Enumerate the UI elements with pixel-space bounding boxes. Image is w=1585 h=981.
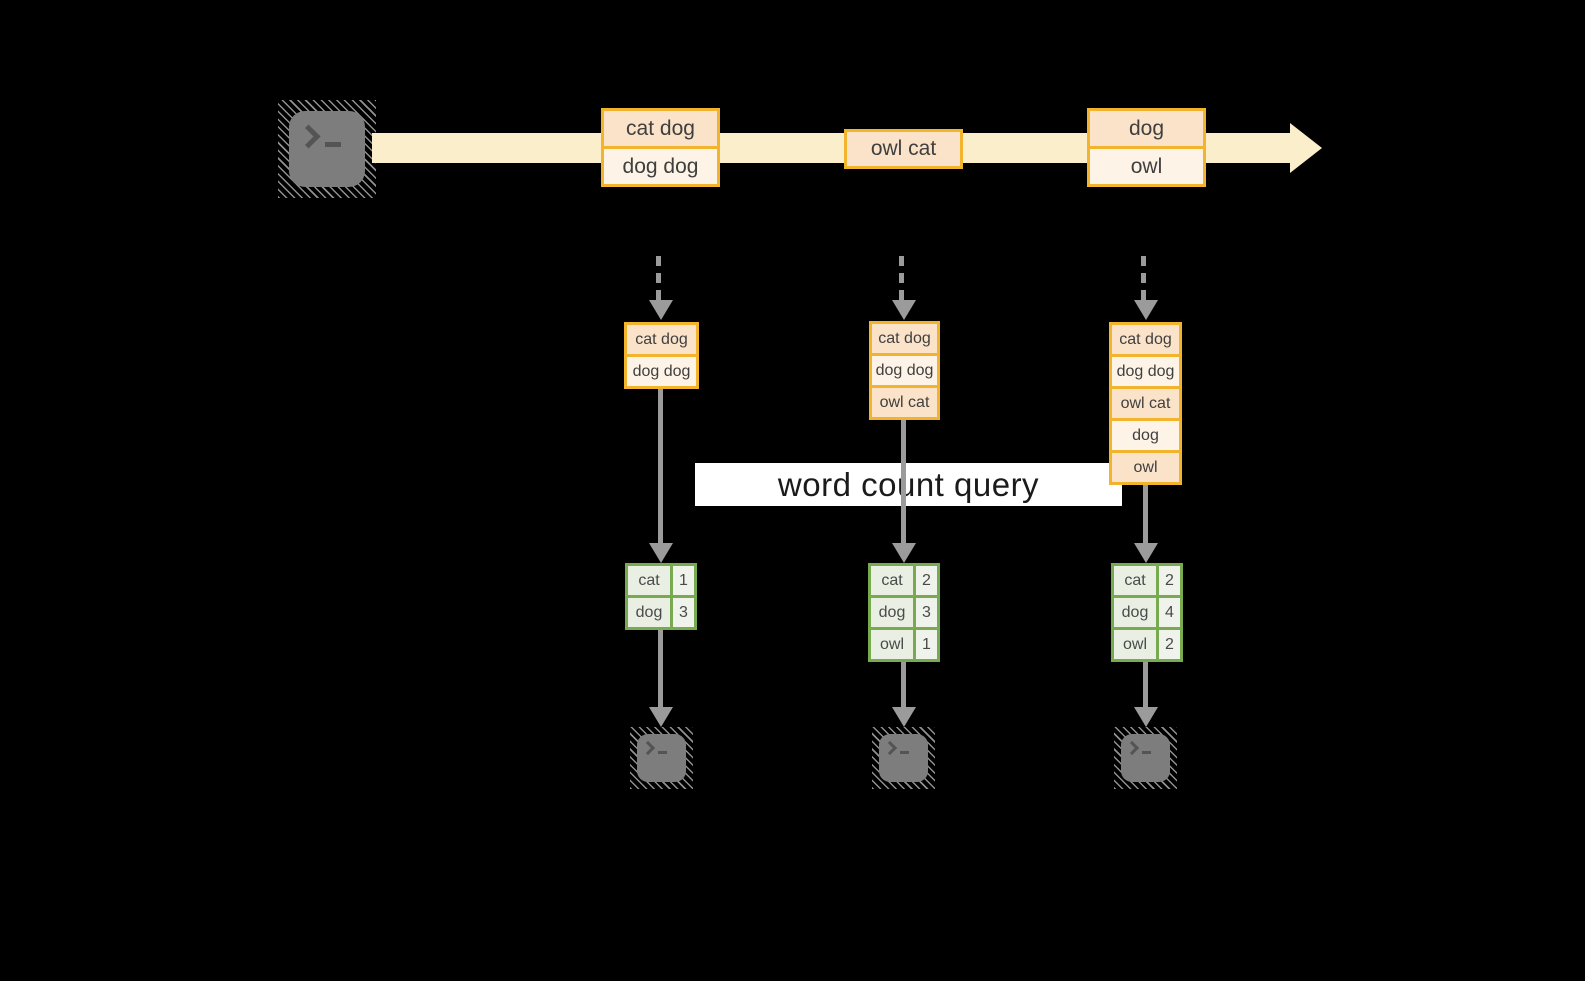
count-word: owl — [871, 630, 913, 659]
query-arrow-head-icon — [1134, 543, 1158, 563]
query-label: word count query — [777, 465, 1040, 503]
terminal-prompt-icon — [1124, 740, 1151, 756]
count-value: 2 — [916, 566, 937, 595]
underscore-icon — [900, 751, 909, 754]
terminal-prompt-icon — [640, 740, 667, 756]
terminal-body — [289, 111, 365, 187]
output-arrow-line — [658, 630, 663, 707]
output-arrow-line — [1143, 662, 1148, 707]
source-terminal-icon — [278, 100, 376, 198]
stream-item: owl — [1090, 149, 1203, 184]
count-table-1: cat 1 dog 3 — [625, 563, 697, 630]
count-value: 4 — [1159, 598, 1180, 627]
count-row: dog 3 — [871, 598, 937, 627]
buffer-item: owl — [1112, 453, 1179, 482]
state-buffer-2: cat dog dog dog owl cat — [869, 321, 940, 420]
count-row: owl 1 — [871, 630, 937, 659]
ingest-arrow-head-icon — [649, 300, 673, 320]
ingest-arrow-line — [656, 256, 661, 300]
buffer-item: dog — [1112, 421, 1179, 450]
output-arrow-head-icon — [1134, 707, 1158, 727]
count-row: cat 2 — [871, 566, 937, 595]
ingest-arrow-head-icon — [892, 300, 916, 320]
count-table-2: cat 2 dog 3 owl 1 — [868, 563, 940, 662]
terminal-prompt-icon — [296, 124, 341, 149]
count-word: dog — [1114, 598, 1156, 627]
terminal-body — [879, 734, 928, 782]
buffer-item: dog dog — [872, 356, 937, 385]
query-arrow-head-icon — [649, 543, 673, 563]
state-buffer-1: cat dog dog dog — [624, 322, 699, 389]
count-value: 3 — [916, 598, 937, 627]
stream-arrow-head-icon — [1290, 123, 1322, 173]
count-row: dog 4 — [1114, 598, 1180, 627]
underscore-icon — [658, 751, 667, 754]
stream-item: cat dog — [604, 111, 717, 146]
buffer-item: dog dog — [1112, 357, 1179, 386]
sink-terminal-icon — [1114, 727, 1177, 789]
chevron-right-icon — [296, 124, 321, 149]
ingest-arrow-line — [1141, 256, 1146, 300]
query-label-band: word count query — [695, 463, 1122, 506]
buffer-item: dog dog — [627, 357, 696, 386]
output-arrow-head-icon — [892, 707, 916, 727]
underscore-icon — [1142, 751, 1151, 754]
count-value: 1 — [916, 630, 937, 659]
underscore-icon — [325, 142, 341, 147]
sink-terminal-icon — [872, 727, 935, 789]
query-arrow-line — [901, 417, 906, 543]
buffer-item: cat dog — [627, 325, 696, 354]
ingest-arrow-line — [899, 256, 904, 300]
stream-item: dog — [1090, 111, 1203, 146]
count-word: cat — [871, 566, 913, 595]
count-row: cat 2 — [1114, 566, 1180, 595]
query-arrow-line — [658, 387, 663, 543]
stream-batch-1: cat dog dog dog — [601, 108, 720, 187]
ingest-arrow-head-icon — [1134, 300, 1158, 320]
chevron-right-icon — [1124, 740, 1140, 756]
buffer-item: cat dog — [872, 324, 937, 353]
buffer-item: owl cat — [1112, 389, 1179, 418]
count-word: cat — [1114, 566, 1156, 595]
terminal-body — [1121, 734, 1170, 782]
count-row: owl 2 — [1114, 630, 1180, 659]
chevron-right-icon — [882, 740, 898, 756]
count-row: dog 3 — [628, 598, 694, 627]
terminal-prompt-icon — [882, 740, 909, 756]
chevron-right-icon — [640, 740, 656, 756]
output-arrow-head-icon — [649, 707, 673, 727]
count-value: 2 — [1159, 566, 1180, 595]
buffer-item: cat dog — [1112, 325, 1179, 354]
state-buffer-3: cat dog dog dog owl cat dog owl — [1109, 322, 1182, 485]
count-word: dog — [871, 598, 913, 627]
count-value: 2 — [1159, 630, 1180, 659]
buffer-item: owl cat — [872, 388, 937, 417]
count-value: 3 — [673, 598, 694, 627]
terminal-body — [637, 734, 686, 782]
stream-item: owl cat — [847, 132, 960, 166]
count-word: owl — [1114, 630, 1156, 659]
stream-batch-3: dog owl — [1087, 108, 1206, 187]
stream-batch-2: owl cat — [844, 129, 963, 169]
stream-item: dog dog — [604, 149, 717, 184]
count-row: cat 1 — [628, 566, 694, 595]
sink-terminal-icon — [630, 727, 693, 789]
count-table-3: cat 2 dog 4 owl 2 — [1111, 563, 1183, 662]
count-value: 1 — [673, 566, 694, 595]
query-arrow-line — [1143, 485, 1148, 543]
query-arrow-head-icon — [892, 543, 916, 563]
output-arrow-line — [901, 662, 906, 707]
count-word: cat — [628, 566, 670, 595]
count-word: dog — [628, 598, 670, 627]
